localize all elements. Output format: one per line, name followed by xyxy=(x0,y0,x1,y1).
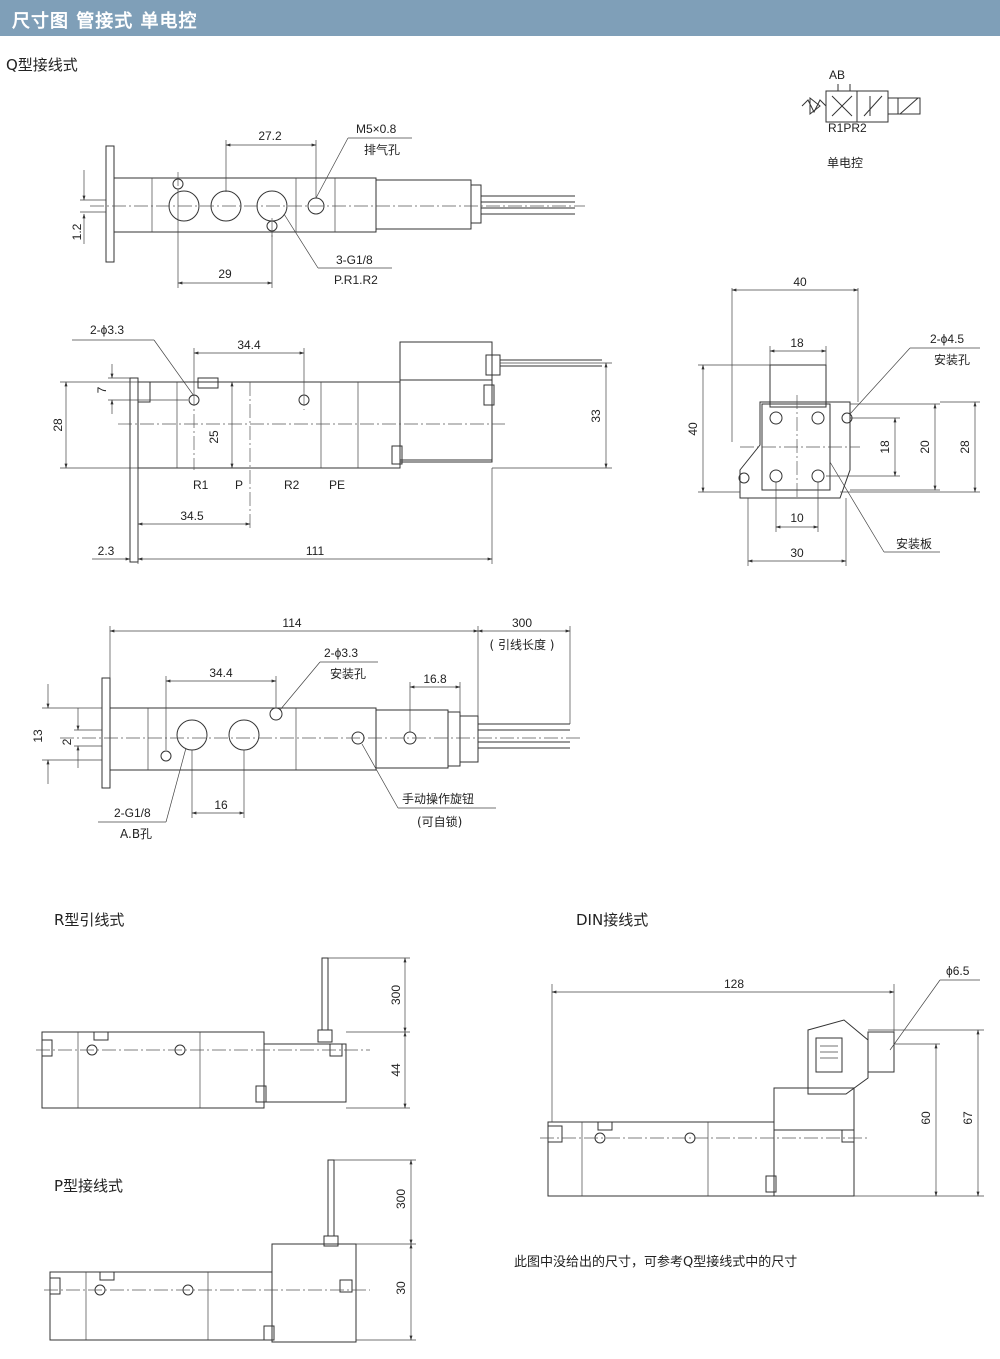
port-p-label: P xyxy=(235,478,243,492)
valve-symbol: AB R1PR2 单电控 xyxy=(801,68,921,170)
front-dim-111: 111 xyxy=(306,544,325,558)
bracket-dim-10: 10 xyxy=(790,511,804,525)
front-dim-33: 33 xyxy=(589,409,603,423)
ports-names-label: P.R1.R2 xyxy=(334,273,378,287)
lead-length-label: ( 引线长度 ) xyxy=(490,637,555,652)
bottom-ports-names: A.B孔 xyxy=(120,827,152,841)
bracket-dim-20: 20 xyxy=(918,440,932,454)
bottom-ports-thread: 2-G1/8 xyxy=(114,806,151,820)
r-type-drawing: 300 44 xyxy=(36,957,410,1109)
footnote: 此图中没给出的尺寸，可参考Q型接线式中的尺寸 xyxy=(514,1254,797,1270)
front-dim-25: 25 xyxy=(207,430,221,444)
dim-1-2: 1.2 xyxy=(70,223,84,240)
section-label-q-type: Q型接线式 xyxy=(6,56,78,74)
bottom-dim-16: 16 xyxy=(214,798,228,812)
port-pe-label: PE xyxy=(329,478,345,492)
front-holes-label: 2-ϕ3.3 xyxy=(90,323,124,337)
din-dim-128: 128 xyxy=(724,977,744,991)
bracket-dim-28: 28 xyxy=(958,440,972,454)
bracket-dim-40-left: 40 xyxy=(686,422,700,436)
bottom-dim-16-8: 16.8 xyxy=(423,672,447,686)
top-view-drawing: 27.2 M5×0.8 排气孔 1.2 29 3-G1/8 P.R1.R2 xyxy=(70,122,585,288)
port-r1-label: R1 xyxy=(193,478,209,492)
bottom-holes-sub: 安装孔 xyxy=(330,666,366,681)
front-dim-34-4: 34.4 xyxy=(237,338,261,352)
front-dim-34-5: 34.5 xyxy=(180,509,204,523)
section-label-r-type: R型引线式 xyxy=(54,911,124,929)
dim-27-2: 27.2 xyxy=(258,129,282,143)
bracket-dim-40-top: 40 xyxy=(793,275,807,289)
bracket-holes-label: 2-ϕ4.5 xyxy=(930,332,964,346)
bracket-holes-sub: 安装孔 xyxy=(934,352,970,367)
bottom-view-drawing: 114 300 ( 引线长度 ) 2-ϕ3.3 安装孔 34.4 16.8 13… xyxy=(31,616,580,841)
bottom-dim-300: 300 xyxy=(512,616,532,630)
front-dim-2-3: 2.3 xyxy=(98,544,115,558)
bottom-dim-34-4: 34.4 xyxy=(209,666,233,680)
manual-knob-label: 手动操作旋钮 xyxy=(402,791,474,806)
front-view-drawing: 2-ϕ3.3 34.4 7 28 25 33 R1 P R2 PE 34.5 xyxy=(51,323,612,564)
port-r2-label: R2 xyxy=(284,478,300,492)
din-dim-60: 60 xyxy=(919,1111,933,1125)
ports-thread-label: 3-G1/8 xyxy=(336,253,373,267)
exhaust-port-label: 排气孔 xyxy=(364,142,400,157)
section-label-din-type: DIN接线式 xyxy=(576,911,648,929)
front-dim-28: 28 xyxy=(51,418,65,432)
bottom-dim-114: 114 xyxy=(282,616,301,630)
dim-29: 29 xyxy=(218,267,232,281)
p-dim-300: 300 xyxy=(394,1189,408,1209)
bracket-dim-30: 30 xyxy=(790,546,804,560)
page-title: 尺寸图 管接式 单电控 xyxy=(12,11,198,32)
exhaust-thread-label: M5×0.8 xyxy=(356,122,397,136)
mounting-plate-label: 安装板 xyxy=(896,536,932,551)
bracket-dim-18-right: 18 xyxy=(878,440,892,454)
bracket-view-drawing: 40 18 2-ϕ4.5 安装孔 40 18 20 28 10 xyxy=(686,275,980,566)
p-type-drawing: 300 30 xyxy=(44,1159,416,1343)
din-dim-phi: ϕ6.5 xyxy=(946,964,970,978)
din-type-drawing: 128 ϕ6.5 60 67 xyxy=(540,964,984,1197)
r-dim-44: 44 xyxy=(389,1063,403,1077)
r-dim-300: 300 xyxy=(389,985,403,1005)
din-dim-67: 67 xyxy=(961,1111,975,1125)
symbol-caption: 单电控 xyxy=(827,156,863,170)
bottom-dim-2: 2 xyxy=(60,738,74,745)
front-dim-7: 7 xyxy=(95,386,109,393)
manual-knob-sub: (可自锁) xyxy=(417,814,462,829)
header-bar: 尺寸图 管接式 单电控 xyxy=(0,0,1000,36)
symbol-ports-top: AB xyxy=(829,68,845,82)
bottom-dim-13: 13 xyxy=(31,729,45,743)
p-dim-30: 30 xyxy=(394,1281,408,1295)
section-label-p-type: P型接线式 xyxy=(54,1177,123,1195)
symbol-ports-bottom: R1PR2 xyxy=(828,121,867,135)
bottom-holes-label: 2-ϕ3.3 xyxy=(324,646,358,660)
bracket-dim-18-top: 18 xyxy=(790,336,804,350)
